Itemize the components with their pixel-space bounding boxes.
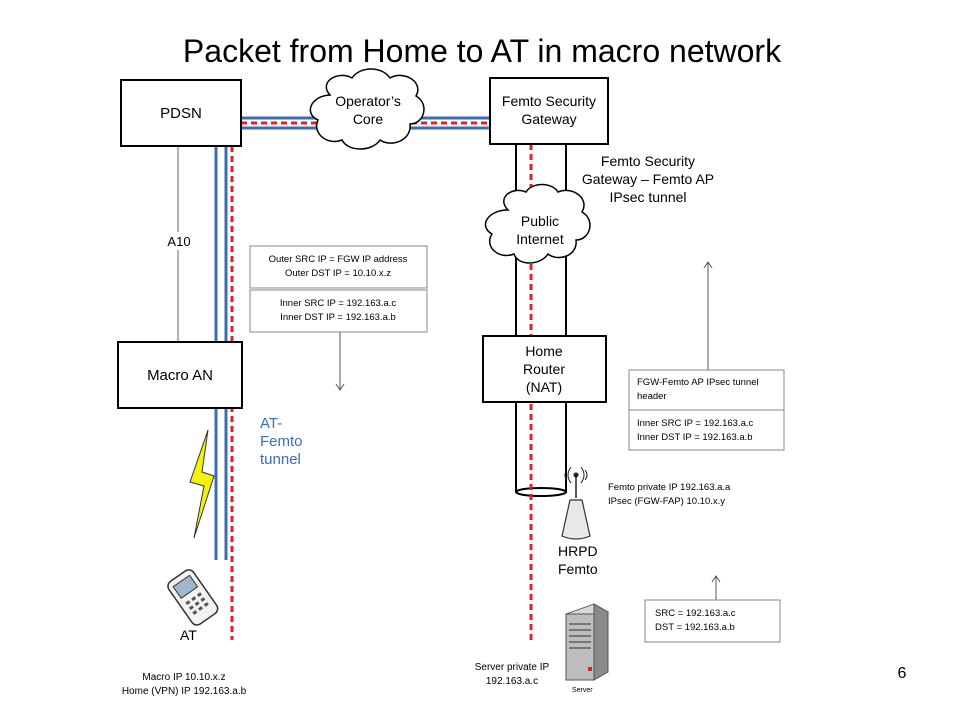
- svg-text:Home: Home: [525, 343, 563, 359]
- pdsn-box: PDSN: [120, 79, 242, 147]
- femto-gateway-label-1: Femto Security: [502, 93, 596, 109]
- svg-text:IPsec tunnel: IPsec tunnel: [609, 189, 686, 205]
- svg-text:header: header: [637, 391, 667, 402]
- svg-text:Home (VPN) IP 192.163.a.b: Home (VPN) IP 192.163.a.b: [122, 686, 247, 697]
- svg-text:HRPD: HRPD: [558, 543, 598, 559]
- svg-text:Femto Security: Femto Security: [601, 153, 695, 169]
- public-internet-cloud: Public Internet: [484, 183, 591, 264]
- tunnel-inner-header-box: Inner SRC IP = 192.163.a.c Inner DST IP …: [249, 289, 428, 333]
- ipsec-tunnel-label: Femto Security Gateway – Femto AP IPsec …: [582, 153, 714, 205]
- svg-text:Macro IP 10.10.x.z: Macro IP 10.10.x.z: [142, 672, 225, 683]
- at-label: AT: [180, 627, 197, 643]
- server-ip-label: Server private IP 192.163.a.c: [475, 662, 550, 687]
- tunnel-outer-header-box: Outer SRC IP = FGW IP address Outer DST …: [249, 245, 428, 289]
- svg-text:IPsec (FGW-FAP) 10.10.x.y: IPsec (FGW-FAP) 10.10.x.y: [608, 496, 725, 507]
- down-arrow: [335, 332, 345, 391]
- svg-text:FGW-Femto AP IPsec tunnel: FGW-Femto AP IPsec tunnel: [637, 377, 759, 388]
- svg-text:Femto private IP 192.163.a.a: Femto private IP 192.163.a.a: [608, 482, 731, 493]
- page-title: Packet from Home to AT in macro network: [183, 33, 782, 69]
- pdsn-label: PDSN: [160, 105, 202, 122]
- femto-gateway-label-2: Gateway: [521, 111, 576, 127]
- operators-core-label-1: Operator’s: [335, 93, 401, 109]
- operators-core-label-2: Core: [353, 111, 384, 127]
- server-packet-box: SRC = 192.163.a.c DST = 192.163.a.b: [644, 599, 781, 643]
- macro-an-label: Macro AN: [147, 367, 213, 384]
- femto-gateway-box: Femto Security Gateway: [489, 77, 609, 145]
- public-internet-label-1: Public: [521, 213, 559, 229]
- svg-text:(NAT): (NAT): [526, 379, 562, 395]
- public-internet-label-2: Internet: [516, 231, 564, 247]
- svg-text:DST = 192.163.a.b: DST = 192.163.a.b: [655, 622, 735, 633]
- server-icon: [564, 603, 610, 681]
- svg-text:Inner DST IP = 192.163.a.b: Inner DST IP = 192.163.a.b: [280, 312, 396, 323]
- up-arrow-ipsec: [703, 261, 713, 370]
- femto-ap-icon: [561, 466, 591, 540]
- ipsec-pipe-end: [515, 487, 567, 497]
- svg-text:Outer SRC IP = FGW IP address: Outer SRC IP = FGW IP address: [269, 254, 408, 265]
- phone-icon: [167, 569, 219, 626]
- svg-text:SRC = 192.163.a.c: SRC = 192.163.a.c: [655, 608, 736, 619]
- svg-text:192.163.a.c: 192.163.a.c: [486, 676, 538, 687]
- a10-label-bg: [164, 232, 194, 250]
- up-arrow-server: [711, 575, 721, 600]
- svg-text:Gateway – Femto AP: Gateway – Femto AP: [582, 171, 714, 187]
- svg-text:Server private IP: Server private IP: [475, 662, 550, 673]
- operators-core-cloud: Operator’s Core: [309, 68, 425, 150]
- hrpd-femto-label: HRPD Femto: [558, 543, 598, 577]
- at-femto-tunnel-label: AT- Femto tunnel: [260, 415, 303, 468]
- svg-text:Inner SRC IP = 192.163.a.c: Inner SRC IP = 192.163.a.c: [280, 298, 397, 309]
- home-router-box: Home Router (NAT): [482, 335, 607, 403]
- page-number: 6: [898, 665, 907, 682]
- macro-an-box: Macro AN: [117, 341, 243, 409]
- femto-ip-label: Femto private IP 192.163.a.a IPsec (FGW-…: [608, 482, 731, 507]
- ipsec-header-box: FGW-Femto AP IPsec tunnel header: [628, 369, 785, 411]
- svg-text:Router: Router: [523, 361, 565, 377]
- svg-text:Outer DST IP = 10.10.x.z: Outer DST IP = 10.10.x.z: [285, 268, 391, 279]
- svg-text:Inner SRC IP = 192.163.a.c: Inner SRC IP = 192.163.a.c: [637, 418, 754, 429]
- svg-text:Femto: Femto: [558, 561, 598, 577]
- svg-text:Inner DST IP = 192.163.a.b: Inner DST IP = 192.163.a.b: [637, 432, 753, 443]
- svg-text:AT-: AT-: [260, 415, 282, 432]
- macro-ip-label: Macro IP 10.10.x.z Home (VPN) IP 192.163…: [122, 672, 247, 697]
- svg-text:tunnel: tunnel: [260, 451, 301, 468]
- svg-text:Femto: Femto: [260, 433, 303, 450]
- server-icon-label: Server: [572, 687, 593, 694]
- lightning-icon: [189, 429, 215, 539]
- a10-label: A10: [167, 234, 190, 249]
- ipsec-inner-header-box: Inner SRC IP = 192.163.a.c Inner DST IP …: [628, 409, 785, 451]
